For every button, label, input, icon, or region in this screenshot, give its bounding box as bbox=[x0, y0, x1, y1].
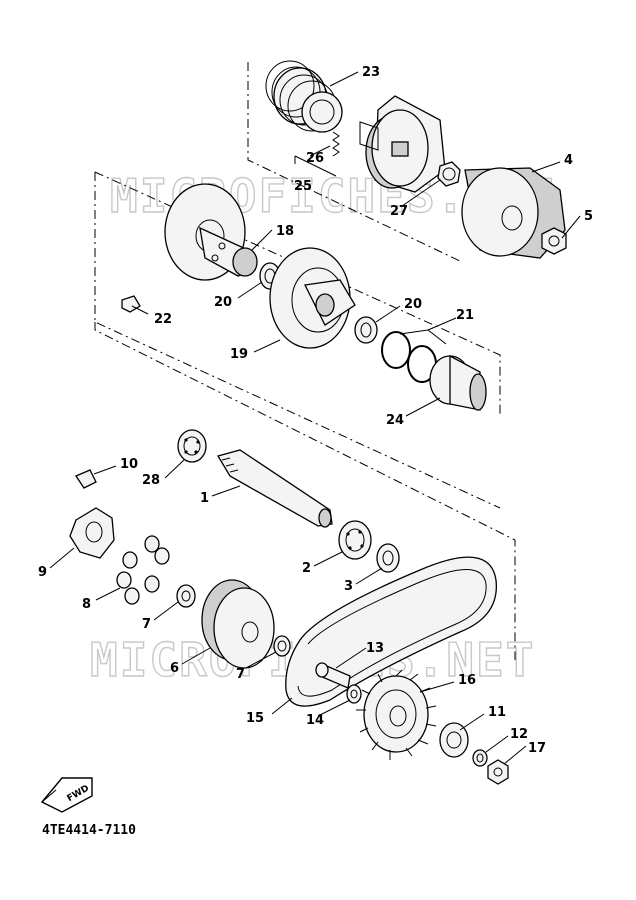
callout-labels: 23 26 25 27 4 5 18 22 20 19 20 21 24 28 … bbox=[38, 65, 593, 756]
fan-washer bbox=[472, 749, 488, 767]
callout-25: 25 bbox=[294, 179, 312, 194]
shaft-bearing-upper bbox=[177, 429, 207, 463]
leader-lines bbox=[49, 71, 581, 765]
callout-28: 28 bbox=[142, 473, 160, 488]
spacer-washer bbox=[346, 684, 362, 704]
primary-movable-sheave bbox=[269, 247, 356, 349]
callout-9: 9 bbox=[38, 565, 47, 580]
callout-3: 3 bbox=[344, 579, 353, 594]
washer-right bbox=[354, 316, 378, 344]
callout-1: 1 bbox=[200, 491, 209, 506]
callout-8: 8 bbox=[82, 597, 91, 612]
v-belt bbox=[285, 556, 497, 707]
callout-20-left: 20 bbox=[214, 295, 232, 310]
callout-2: 2 bbox=[302, 561, 311, 576]
callout-14: 14 bbox=[306, 713, 324, 728]
primary-collar bbox=[429, 354, 487, 411]
callout-19: 19 bbox=[230, 347, 248, 362]
callout-13: 13 bbox=[366, 641, 384, 656]
callout-4: 4 bbox=[564, 153, 573, 168]
callout-15: 15 bbox=[246, 711, 264, 726]
clutch-spring bbox=[265, 60, 343, 133]
slider-piece bbox=[121, 295, 141, 313]
callout-11: 11 bbox=[488, 705, 506, 720]
callout-27: 27 bbox=[390, 204, 408, 219]
callout-7-left: 7 bbox=[142, 617, 151, 632]
callout-26: 26 bbox=[306, 151, 324, 166]
fan-nut bbox=[487, 759, 509, 785]
callout-23: 23 bbox=[362, 65, 380, 80]
oil-seal bbox=[376, 543, 400, 573]
small-spring bbox=[332, 131, 340, 157]
shaft-bearing-lower bbox=[338, 520, 372, 560]
secondary-pulley bbox=[201, 579, 275, 669]
callout-12: 12 bbox=[510, 727, 528, 742]
fwd-arrow-icon: FWD bbox=[40, 777, 93, 813]
cam bbox=[69, 507, 115, 559]
primary-fixed-sheave bbox=[164, 183, 258, 281]
o-rings bbox=[381, 331, 437, 383]
washer-pulley-left bbox=[176, 584, 196, 608]
callout-7-right: 7 bbox=[236, 667, 245, 682]
clutch-group-boundary bbox=[247, 62, 463, 263]
secondary-shaft bbox=[217, 449, 333, 528]
clutch-housing bbox=[461, 167, 566, 259]
callout-18: 18 bbox=[276, 224, 294, 239]
cam-clip bbox=[75, 469, 97, 489]
callout-10: 10 bbox=[120, 457, 138, 472]
reference-code: 4TE4414-7110 bbox=[42, 823, 136, 838]
callout-16: 16 bbox=[458, 673, 476, 688]
primary-pulley-group-boundary bbox=[94, 171, 501, 509]
housing-nut bbox=[541, 227, 567, 255]
clutch-carrier bbox=[359, 95, 446, 193]
roller-weights bbox=[116, 535, 170, 605]
secondary-group-boundary bbox=[94, 322, 516, 660]
fan-bearing bbox=[439, 722, 469, 758]
callout-24: 24 bbox=[386, 413, 404, 428]
callout-6: 6 bbox=[170, 661, 179, 676]
callout-5: 5 bbox=[584, 209, 593, 224]
callout-20-right: 20 bbox=[404, 297, 422, 312]
clutch-nut bbox=[437, 161, 461, 187]
callout-17: 17 bbox=[528, 741, 546, 756]
fan-sheave bbox=[356, 669, 437, 760]
callout-22: 22 bbox=[154, 312, 172, 327]
washer-pulley-right bbox=[273, 635, 291, 657]
callout-21: 21 bbox=[456, 308, 474, 323]
